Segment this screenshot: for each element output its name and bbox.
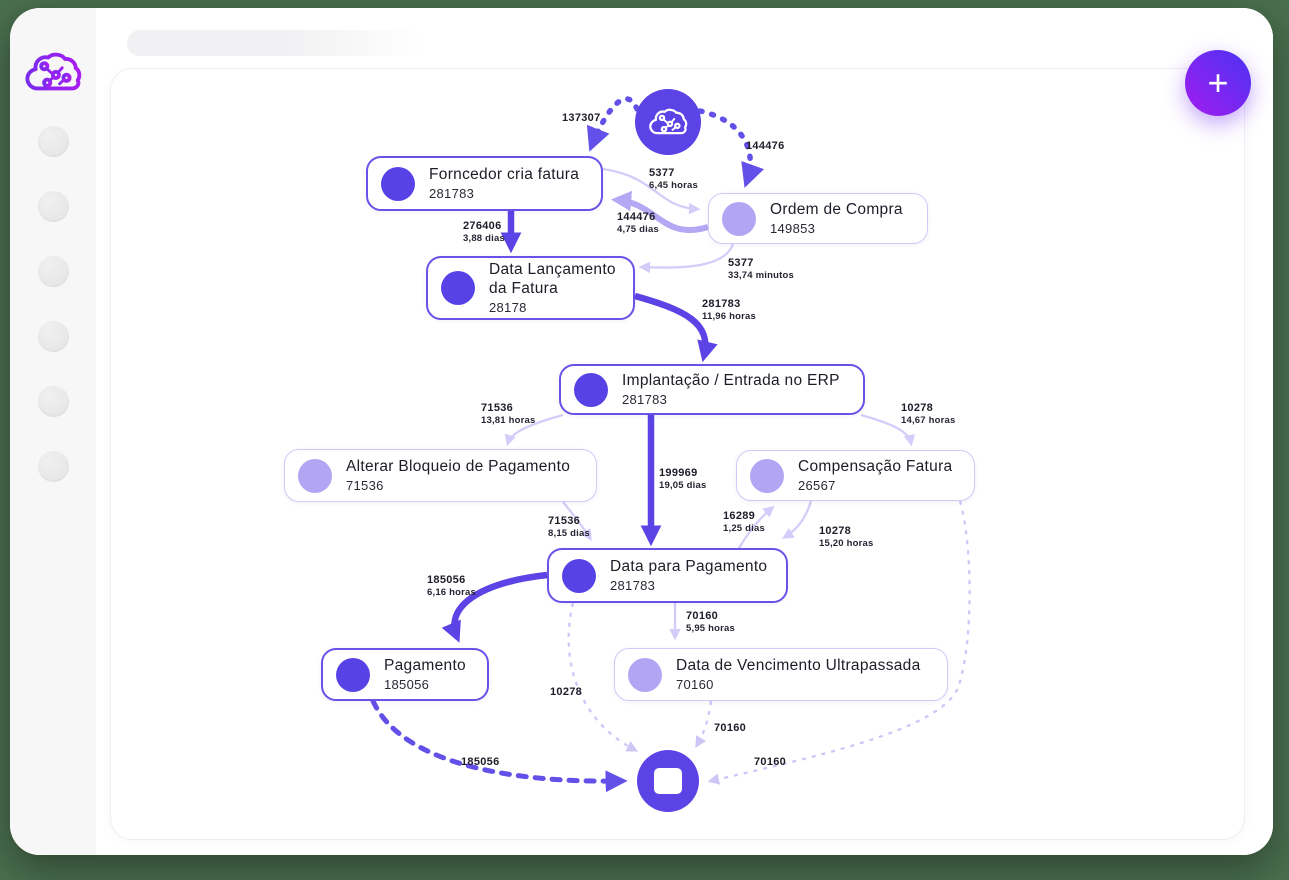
node-status-dot: [562, 558, 596, 593]
node-status-dot: [336, 657, 370, 692]
node-status-dot: [722, 201, 756, 236]
node-count: 28178: [489, 300, 527, 316]
app-window: Forncedor cria fatura 281783 Ordem de Co…: [10, 8, 1273, 855]
node-text: Data para Pagamento 281783: [610, 558, 777, 594]
node-text: Forncedor cria fatura 281783: [429, 166, 589, 202]
flow-edges: [370, 96, 971, 793]
process-node-ordem-de-compra[interactable]: Ordem de Compra 149853: [708, 193, 928, 244]
node-count: 26567: [798, 478, 836, 494]
node-text: Data de Vencimento Ultrapassada 70160: [676, 657, 931, 693]
process-node-pagamento[interactable]: Pagamento 185056: [321, 648, 489, 701]
node-count: 281783: [622, 392, 668, 408]
node-text: Alterar Bloqueio de Pagamento 71536: [346, 458, 580, 494]
node-title: Data Lançamento da Fatura: [489, 260, 616, 297]
brain-circuit-cloud-icon: [649, 108, 688, 134]
node-text: Ordem de Compra 149853: [770, 201, 913, 237]
node-title: Ordem de Compra: [770, 200, 903, 218]
sidebar-nav-item-4[interactable]: [37, 321, 69, 352]
node-status-dot: [441, 271, 475, 305]
edge-path: [610, 190, 709, 234]
edge-path: [634, 292, 718, 363]
topbar-skeleton: [127, 30, 422, 56]
node-status-dot: [574, 372, 608, 407]
node-title: Forncedor cria fatura: [429, 165, 580, 183]
edge-path: [782, 500, 813, 539]
edge-path: [738, 505, 775, 549]
edge-path: [441, 571, 548, 643]
node-count: 71536: [346, 478, 384, 494]
node-count: 70160: [676, 677, 714, 693]
node-status-dot: [381, 166, 415, 201]
node-title: Data para Pagamento: [610, 557, 768, 575]
node-count: 185056: [384, 677, 430, 693]
edge-path: [586, 96, 640, 152]
node-text: Compensação Fatura 26567: [798, 458, 962, 494]
main-area: Forncedor cria fatura 281783 Ordem de Co…: [96, 8, 1273, 855]
process-node-compensacao-fatura[interactable]: Compensação Fatura 26567: [736, 450, 975, 501]
node-count: 281783: [429, 186, 475, 202]
node-text: Pagamento 185056: [384, 657, 476, 693]
process-map-canvas[interactable]: Forncedor cria fatura 281783 Ordem de Co…: [110, 68, 1245, 840]
node-title: Data de Vencimento Ultrapassada: [676, 656, 921, 674]
brain-circuit-cloud-icon: [25, 52, 82, 91]
node-title: Implantação / Entrada no ERP: [622, 371, 840, 389]
edge-path: [504, 413, 564, 447]
node-status-dot: [750, 458, 784, 493]
sidebar-nav-item-3[interactable]: [37, 256, 69, 287]
sidebar-nav-item-5[interactable]: [37, 386, 69, 417]
node-title: Pagamento: [384, 656, 466, 674]
node-text: Data Lançamento da Fatura 28178: [489, 261, 633, 315]
edge-path: [602, 167, 701, 215]
sidebar-nav-item-1[interactable]: [37, 126, 69, 157]
add-button[interactable]: +: [1185, 50, 1251, 116]
edge-path: [860, 413, 916, 447]
sidebar-nav: [10, 126, 96, 482]
sidebar-nav-item-2[interactable]: [37, 191, 69, 222]
stop-square-icon: [654, 768, 682, 794]
node-status-dot: [628, 657, 662, 692]
process-node-implantacao-entrada-no-erp[interactable]: Implantação / Entrada no ERP 281783: [559, 364, 865, 415]
node-title: Alterar Bloqueio de Pagamento: [346, 457, 571, 475]
process-node-data-lancamento-da-fatura[interactable]: Data Lançamento da Fatura 28178: [426, 256, 635, 320]
edge-path: [562, 501, 592, 541]
node-status-dot: [298, 458, 332, 493]
process-node-alterar-bloqueio-de-pagamento[interactable]: Alterar Bloqueio de Pagamento 71536: [284, 449, 597, 502]
edge-path: [638, 243, 735, 274]
edge-path: [567, 602, 639, 752]
plus-icon: +: [1207, 62, 1229, 103]
node-count: 281783: [610, 578, 656, 594]
process-node-data-de-vencimento-ultrapassada[interactable]: Data de Vencimento Ultrapassada 70160: [614, 648, 948, 701]
node-count: 149853: [770, 221, 816, 237]
process-flow-diagram: Forncedor cria fatura 281783 Ordem de Co…: [111, 69, 1244, 839]
edge-path: [695, 700, 713, 748]
process-node-data-para-pagamento[interactable]: Data para Pagamento 281783: [547, 548, 788, 603]
edge-path: [697, 108, 765, 188]
node-text: Implantação / Entrada no ERP 281783: [622, 372, 850, 408]
edge-path: [707, 500, 971, 785]
end-node[interactable]: [637, 750, 699, 812]
edge-path: [370, 698, 628, 793]
start-node[interactable]: [635, 89, 701, 155]
node-title: Compensação Fatura: [798, 457, 953, 475]
sidebar-nav-item-6[interactable]: [37, 451, 69, 482]
process-node-forncedor-cria-fatura[interactable]: Forncedor cria fatura 281783: [366, 156, 603, 211]
sidebar: [10, 8, 97, 855]
